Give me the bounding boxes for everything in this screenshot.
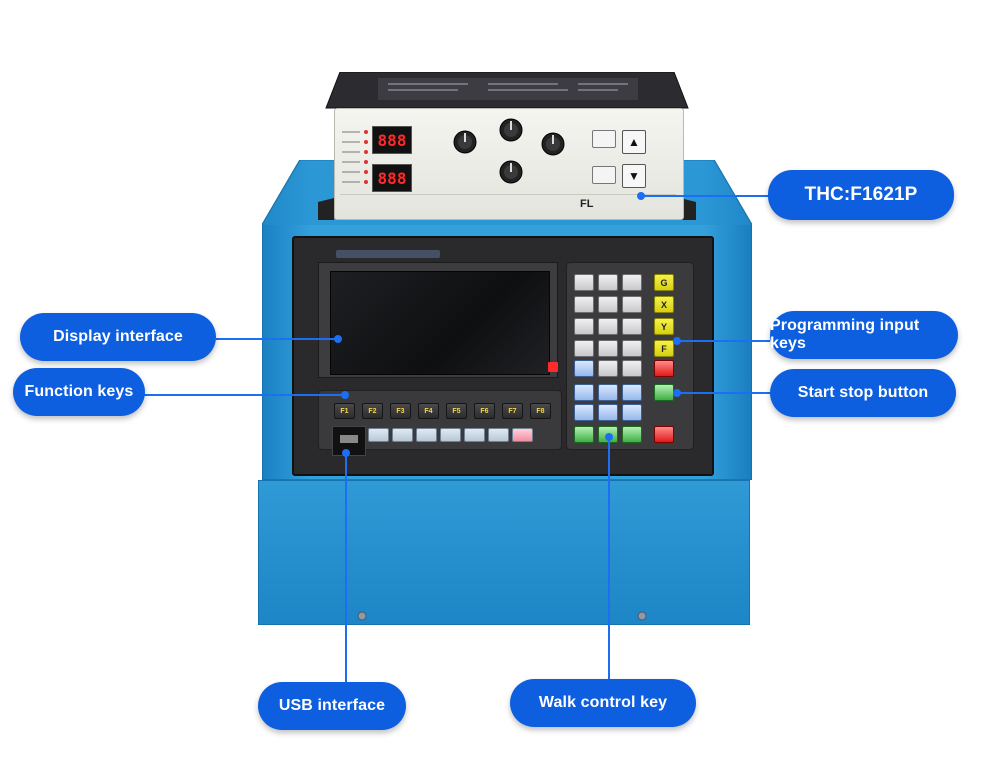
keypad-key[interactable]	[574, 340, 594, 357]
leader-line-start-stop	[676, 392, 770, 394]
leader-dot	[637, 192, 645, 200]
screw-icon	[357, 611, 367, 621]
thc-mode-button[interactable]	[592, 130, 616, 148]
thc-indicator-leds	[342, 130, 368, 184]
panel-header-label	[336, 250, 440, 258]
knob-icon[interactable]	[452, 128, 478, 156]
thc-digit-display: 888	[372, 126, 412, 154]
keypad-key[interactable]	[574, 318, 594, 335]
down-arrow-icon[interactable]: ▼	[622, 164, 646, 188]
keypad-key[interactable]	[574, 384, 594, 401]
power-indicator-led	[548, 362, 558, 372]
callout-thc: THC:F1621P	[768, 170, 954, 220]
keypad-key[interactable]	[622, 384, 642, 401]
shortcut-key[interactable]	[512, 428, 533, 442]
shortcut-key[interactable]	[488, 428, 509, 442]
callout-usb-interface: USB interface	[258, 682, 406, 730]
shortcut-key[interactable]	[392, 428, 413, 442]
keypad-key[interactable]	[598, 296, 618, 313]
leader-line-display	[216, 338, 338, 340]
thc-controller-housing	[318, 72, 696, 220]
shortcut-key[interactable]	[368, 428, 389, 442]
function-key[interactable]: F2	[362, 403, 383, 419]
thc-logo: FL	[580, 198, 594, 210]
function-key[interactable]: F3	[390, 403, 411, 419]
keypad-key[interactable]	[622, 360, 642, 377]
function-key[interactable]: F4	[418, 403, 439, 419]
leader-line-function-keys	[144, 394, 344, 396]
function-key[interactable]: F1	[334, 403, 355, 419]
shortcut-key[interactable]	[416, 428, 437, 442]
keypad-key[interactable]	[574, 404, 594, 421]
keypad-key[interactable]	[598, 340, 618, 357]
leader-line-usb	[345, 452, 347, 682]
callout-display-interface: Display interface	[20, 313, 216, 361]
leader-dot	[341, 391, 349, 399]
keypad-key[interactable]	[622, 340, 642, 357]
axis-key[interactable]: G	[654, 274, 674, 291]
keypad-key[interactable]	[622, 404, 642, 421]
callout-function-keys: Function keys	[13, 368, 145, 416]
up-arrow-icon[interactable]: ▲	[622, 130, 646, 154]
delete-key[interactable]	[654, 360, 674, 377]
leader-line-walk	[608, 436, 610, 680]
axis-key[interactable]: X	[654, 296, 674, 313]
axis-key[interactable]: Y	[654, 318, 674, 335]
callout-programming-input-keys: Programming input keys	[770, 311, 958, 359]
keypad-key[interactable]	[622, 318, 642, 335]
function-key[interactable]: F5	[446, 403, 467, 419]
leader-dot	[673, 389, 681, 397]
leader-line-thc	[640, 195, 770, 197]
knob-icon[interactable]	[540, 130, 566, 158]
keypad-key[interactable]	[574, 296, 594, 313]
thc-digit-display: 888	[372, 164, 412, 192]
keypad-key[interactable]	[598, 318, 618, 335]
stop-button[interactable]	[654, 426, 674, 443]
lcd-display-screen	[330, 271, 550, 375]
axis-key[interactable]: F	[654, 340, 674, 357]
keypad-key[interactable]	[622, 274, 642, 291]
keypad-key[interactable]	[598, 274, 618, 291]
start-button[interactable]	[654, 384, 674, 401]
leader-dot	[334, 335, 342, 343]
thc-bottom-stripe	[340, 194, 676, 195]
keypad-key[interactable]	[598, 360, 618, 377]
walk-left-key[interactable]	[574, 426, 594, 443]
shortcut-key[interactable]	[464, 428, 485, 442]
function-key[interactable]: F6	[474, 403, 495, 419]
thc-mode-button[interactable]	[592, 166, 616, 184]
function-key[interactable]: F7	[502, 403, 523, 419]
callout-walk-control-key: Walk control key	[510, 679, 696, 727]
knob-icon[interactable]	[498, 116, 524, 144]
leader-dot	[605, 433, 613, 441]
keypad-key[interactable]	[622, 296, 642, 313]
walk-right-key[interactable]	[622, 426, 642, 443]
function-key[interactable]: F8	[530, 403, 551, 419]
keypad-key[interactable]	[598, 384, 618, 401]
leader-dot	[673, 337, 681, 345]
callout-start-stop-button: Start stop button	[770, 369, 956, 417]
keypad-key[interactable]	[574, 274, 594, 291]
enclosure-base	[258, 480, 750, 625]
knob-icon[interactable]	[498, 158, 524, 186]
screw-icon	[637, 611, 647, 621]
keypad-key[interactable]	[574, 360, 594, 377]
shortcut-key[interactable]	[440, 428, 461, 442]
leader-dot	[342, 449, 350, 457]
leader-line-programming	[676, 340, 770, 342]
keypad-key[interactable]	[598, 404, 618, 421]
